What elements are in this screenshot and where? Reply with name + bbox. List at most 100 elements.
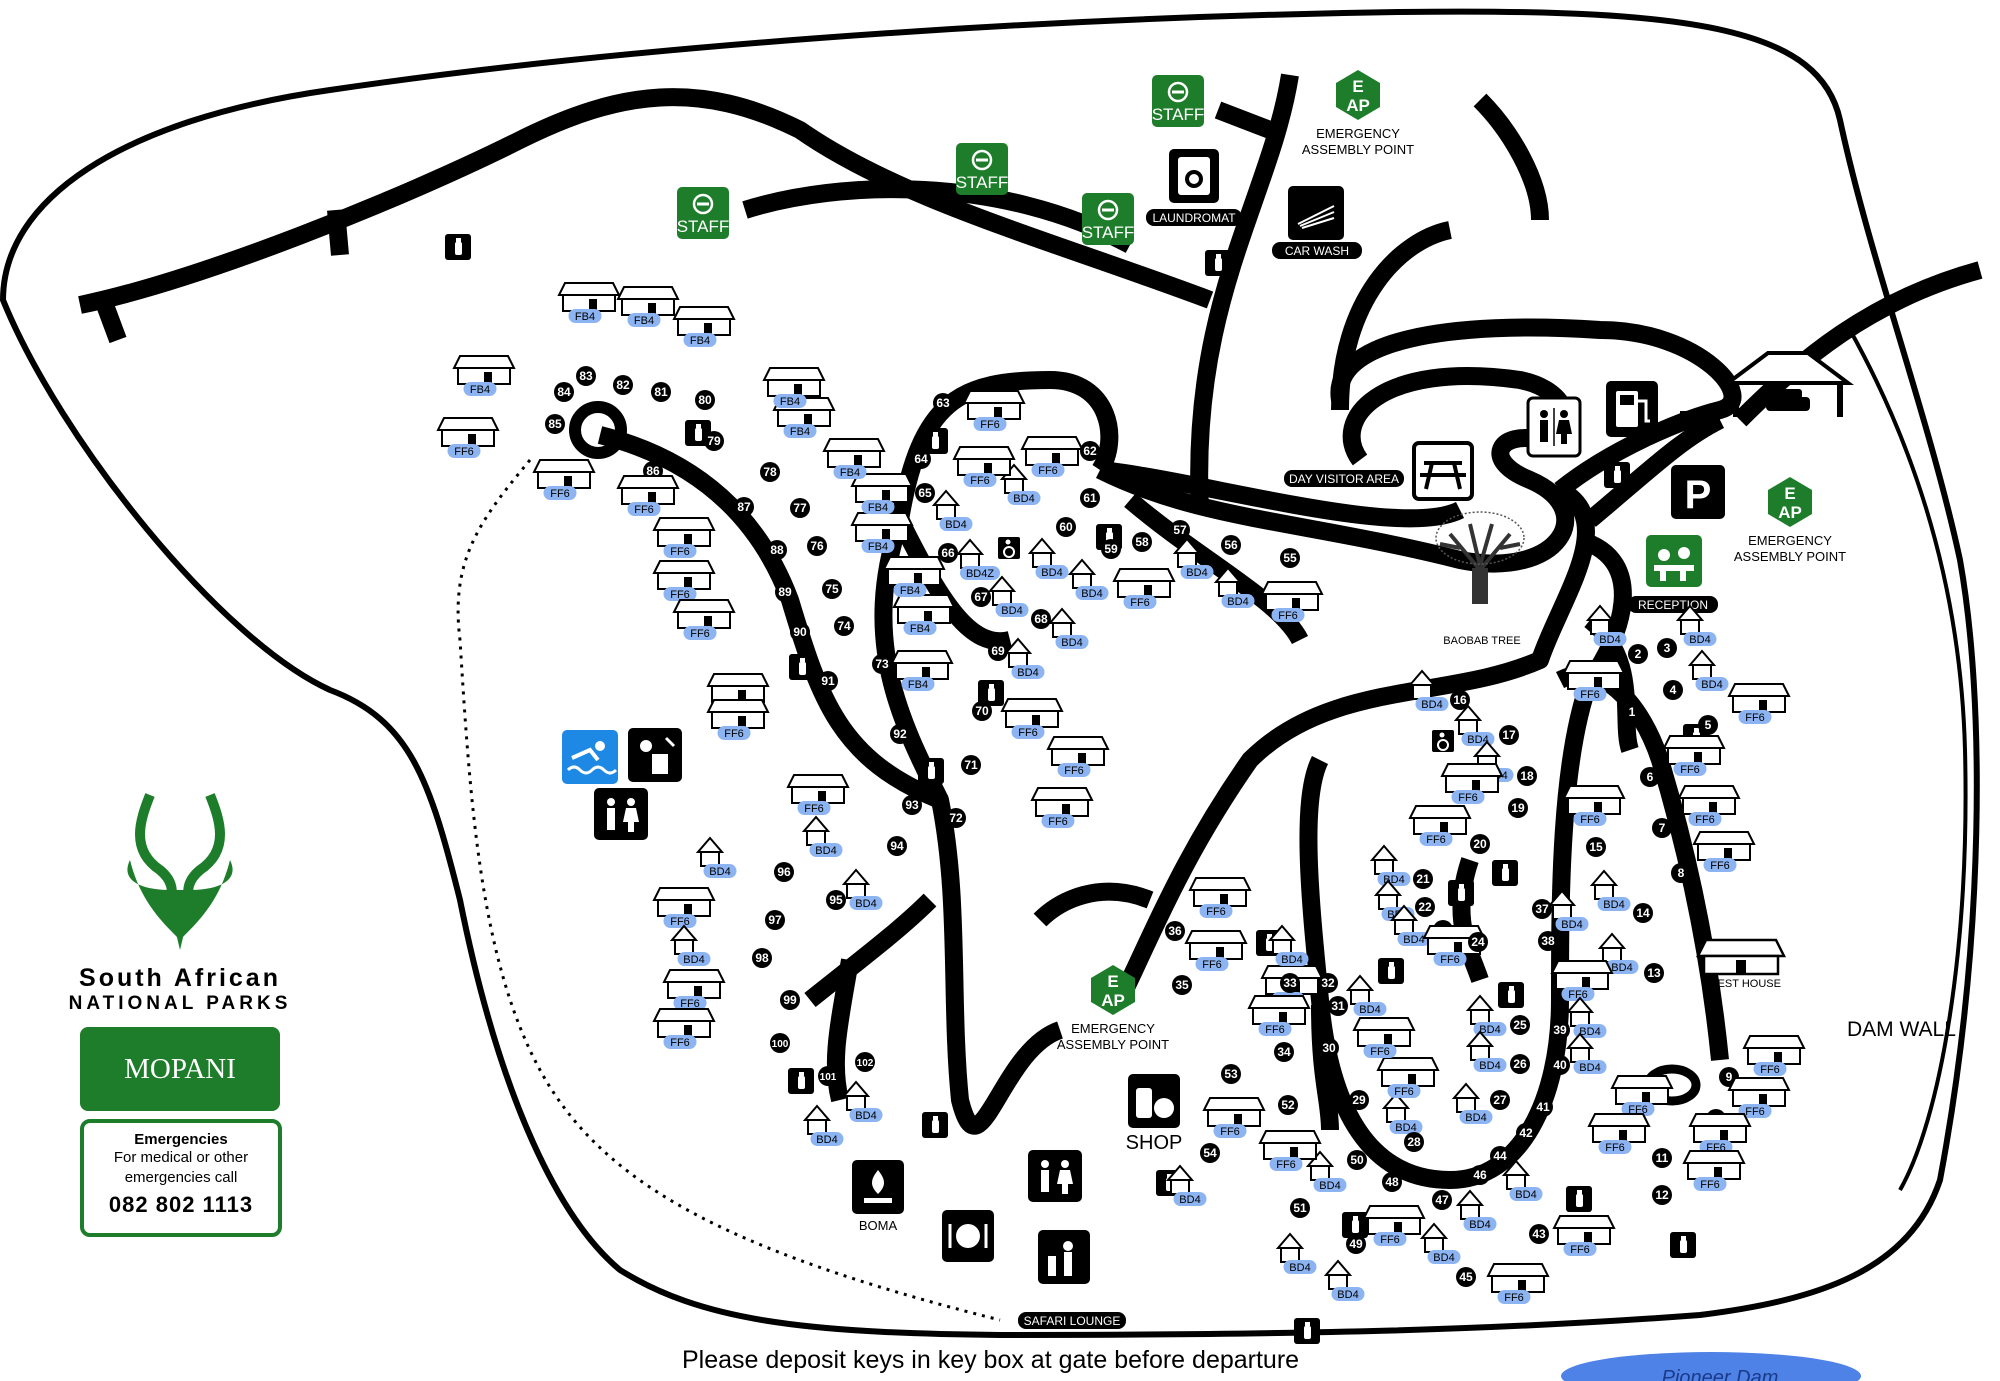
chalet-door bbox=[1619, 1130, 1627, 1142]
chalet-roof bbox=[1562, 785, 1626, 799]
rondavel-body bbox=[1506, 1174, 1526, 1190]
unit-type-label: FB4 bbox=[690, 335, 710, 347]
fire-extinguisher-icon bbox=[922, 428, 948, 454]
unit-type-label: FF6 bbox=[454, 446, 474, 458]
laundromat-label: LAUNDROMAT bbox=[1146, 209, 1242, 226]
unit-type-pill bbox=[973, 417, 1007, 431]
unit-type-label: FF6 bbox=[670, 589, 690, 601]
rondavel-body bbox=[1424, 1237, 1444, 1253]
rondavel-body bbox=[1170, 1179, 1190, 1195]
day-visitor-area-label: DAY VISITOR AREA bbox=[1284, 470, 1404, 487]
rondavel-body bbox=[1310, 1165, 1330, 1181]
fire-extinguisher-icon bbox=[978, 680, 1004, 706]
chalet-roof bbox=[652, 517, 716, 531]
chalet-door bbox=[1384, 1034, 1392, 1046]
unit-type-pill bbox=[1621, 1102, 1655, 1116]
unit-number-label: 77 bbox=[793, 501, 807, 515]
rondavel-icon bbox=[841, 868, 871, 885]
unit-number-badge bbox=[1278, 1095, 1298, 1115]
rondavel-body bbox=[1394, 919, 1414, 935]
unit-type-label: BD4 bbox=[1359, 1004, 1380, 1016]
unit-number-label: 78 bbox=[763, 465, 777, 479]
chalet-door bbox=[1292, 598, 1300, 610]
unit-type-label: FB4 bbox=[910, 623, 930, 635]
unit-number-badge bbox=[1586, 837, 1606, 857]
unit-number-label: 70 bbox=[975, 704, 989, 718]
unit-number-label: 95 bbox=[829, 893, 843, 907]
chalet-roof bbox=[1440, 763, 1504, 777]
unit-type-pill bbox=[963, 473, 997, 487]
unit-number-label: 45 bbox=[1459, 1270, 1473, 1284]
unit-type-label: BD4 bbox=[1061, 637, 1082, 649]
unit-type-pill bbox=[1007, 491, 1041, 505]
chalet-roof bbox=[1552, 1215, 1616, 1229]
unit-number-badge bbox=[1170, 520, 1190, 540]
unit-number-badge bbox=[972, 701, 992, 721]
unit-number-badge bbox=[915, 483, 935, 503]
unit-type-label: FF6 bbox=[1220, 1126, 1240, 1138]
unit-type-label: FF6 bbox=[690, 628, 710, 640]
org-name-line2: NATIONAL PARKS bbox=[68, 993, 292, 1014]
unit-number-label: 64 bbox=[914, 452, 928, 466]
unit-type-label: FB4 bbox=[790, 426, 810, 438]
unit-number-label: 69 bbox=[991, 644, 1005, 658]
unit-type-pill bbox=[1573, 687, 1607, 701]
chalet-roof bbox=[1112, 568, 1176, 582]
unit-number-label: 56 bbox=[1224, 538, 1238, 552]
unit-type-label: FF6 bbox=[680, 998, 700, 1010]
unit-type-pill bbox=[1561, 987, 1595, 1001]
unit-number-badge bbox=[1550, 1020, 1570, 1040]
unit-type-label: BD4 bbox=[1395, 1122, 1416, 1134]
unit-number-label: 94 bbox=[890, 839, 904, 853]
unit-number-label: 79 bbox=[707, 434, 721, 448]
unit-type-pill bbox=[1363, 1044, 1397, 1058]
fire-extinguisher-icon bbox=[918, 758, 944, 784]
unit-type-pill bbox=[1199, 904, 1233, 918]
rondavel-body bbox=[1552, 904, 1572, 920]
unit-type-label: BD4 bbox=[1227, 596, 1248, 608]
rondavel-body bbox=[1692, 664, 1712, 680]
fire-extinguisher-icon bbox=[788, 1068, 814, 1094]
unit-type-label: BD4 bbox=[1467, 734, 1488, 746]
rondavel-icon bbox=[1027, 537, 1057, 554]
unit-type-label: FF6 bbox=[1710, 860, 1730, 872]
chalet-roof bbox=[1247, 995, 1311, 1009]
unit-type-pill bbox=[1451, 790, 1485, 804]
unit-type-label: FF6 bbox=[804, 803, 824, 815]
unit-number-label: 80 bbox=[698, 393, 712, 407]
unit-number-label: 85 bbox=[548, 417, 562, 431]
fire-extinguisher-icon bbox=[1670, 1232, 1696, 1258]
rondavel-body bbox=[1570, 1047, 1590, 1063]
unit-type-label: FF6 bbox=[1440, 954, 1460, 966]
svg-text:EMERGENCY: EMERGENCY bbox=[1071, 1021, 1155, 1036]
unit-number-label: 63 bbox=[936, 396, 950, 410]
unit-number-badge bbox=[1550, 1055, 1570, 1075]
chalet-roof bbox=[1184, 930, 1248, 944]
unit-type-label: FF6 bbox=[1570, 1244, 1590, 1256]
unit-number-badge bbox=[545, 414, 565, 434]
unit-type-pill bbox=[663, 1035, 697, 1049]
rondavel-icon bbox=[931, 489, 961, 506]
svg-text:E: E bbox=[1107, 972, 1118, 991]
wheelchair-access-icon bbox=[998, 537, 1020, 559]
chalet-door bbox=[1594, 677, 1602, 689]
rondavel-body bbox=[846, 883, 866, 899]
unit-number-label: 19 bbox=[1511, 801, 1525, 815]
unit-type-label: FF6 bbox=[1580, 689, 1600, 701]
unit-type-label: BD4 bbox=[1421, 699, 1442, 711]
